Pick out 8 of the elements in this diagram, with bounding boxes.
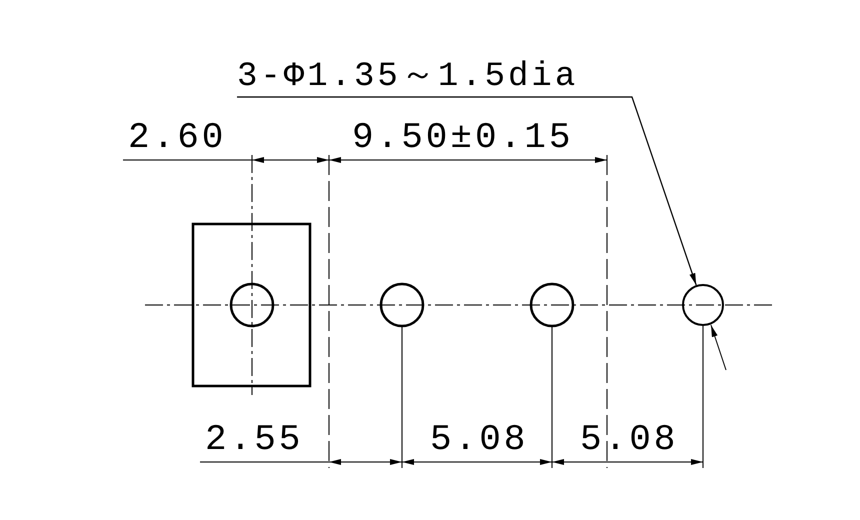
- hole-circle: [682, 284, 724, 326]
- leader-line: [237, 96, 697, 286]
- dimension-value: 2.55: [205, 420, 304, 460]
- dimension-value: 9.50±0.15: [352, 118, 574, 158]
- dimension-value: 5.08: [580, 420, 678, 460]
- callout-text: 3-Φ1.35～1.5dia: [237, 57, 632, 97]
- dimension-value: 5.08: [430, 420, 528, 460]
- dimension-value: 2.60: [128, 118, 226, 158]
